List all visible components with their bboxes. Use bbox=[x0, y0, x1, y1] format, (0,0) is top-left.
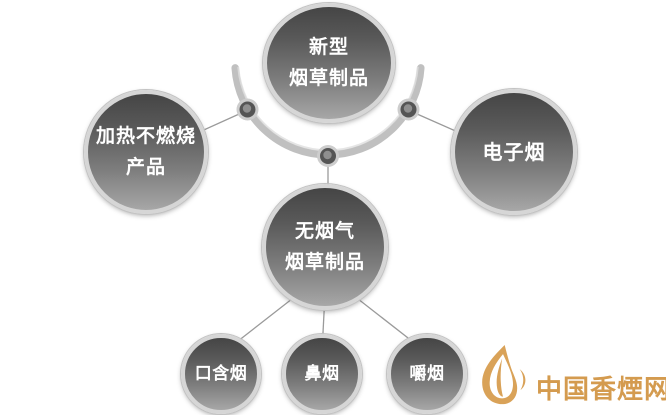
arc-node-left bbox=[236, 98, 259, 121]
arc-node-right bbox=[397, 98, 420, 121]
node-label-line: 鼻烟 bbox=[304, 363, 340, 384]
node-snuff: 鼻烟 bbox=[282, 334, 362, 414]
node-new-tobacco-products: 新型 烟草制品 bbox=[263, 3, 395, 123]
node-label-line: 嚼烟 bbox=[409, 363, 445, 384]
watermark: 中国香煙网 bbox=[478, 338, 666, 412]
node-label-line: 烟草制品 bbox=[288, 67, 369, 89]
node-oral-tobacco: 口含烟 bbox=[181, 334, 261, 414]
node-label-line: 产品 bbox=[125, 156, 166, 178]
node-label-line: 电子烟 bbox=[482, 139, 546, 164]
node-heat-not-burn: 加热不燃烧 产品 bbox=[84, 90, 208, 214]
leaf-flame-icon bbox=[482, 345, 526, 405]
arc-node-bottom bbox=[317, 145, 339, 167]
node-e-cigarette: 电子烟 bbox=[451, 89, 577, 215]
node-chewing-tobacco: 嚼烟 bbox=[387, 334, 467, 414]
node-label-line: 加热不燃烧 bbox=[95, 124, 196, 147]
node-label-line: 新型 bbox=[308, 35, 349, 58]
node-smokeless-tobacco: 无烟气 烟草制品 bbox=[262, 184, 388, 310]
node-label-line: 口含烟 bbox=[194, 363, 248, 384]
site-name: 中国香煙网 bbox=[536, 374, 666, 405]
node-label-line: 烟草制品 bbox=[284, 251, 365, 273]
node-label-line: 无烟气 bbox=[294, 219, 355, 242]
